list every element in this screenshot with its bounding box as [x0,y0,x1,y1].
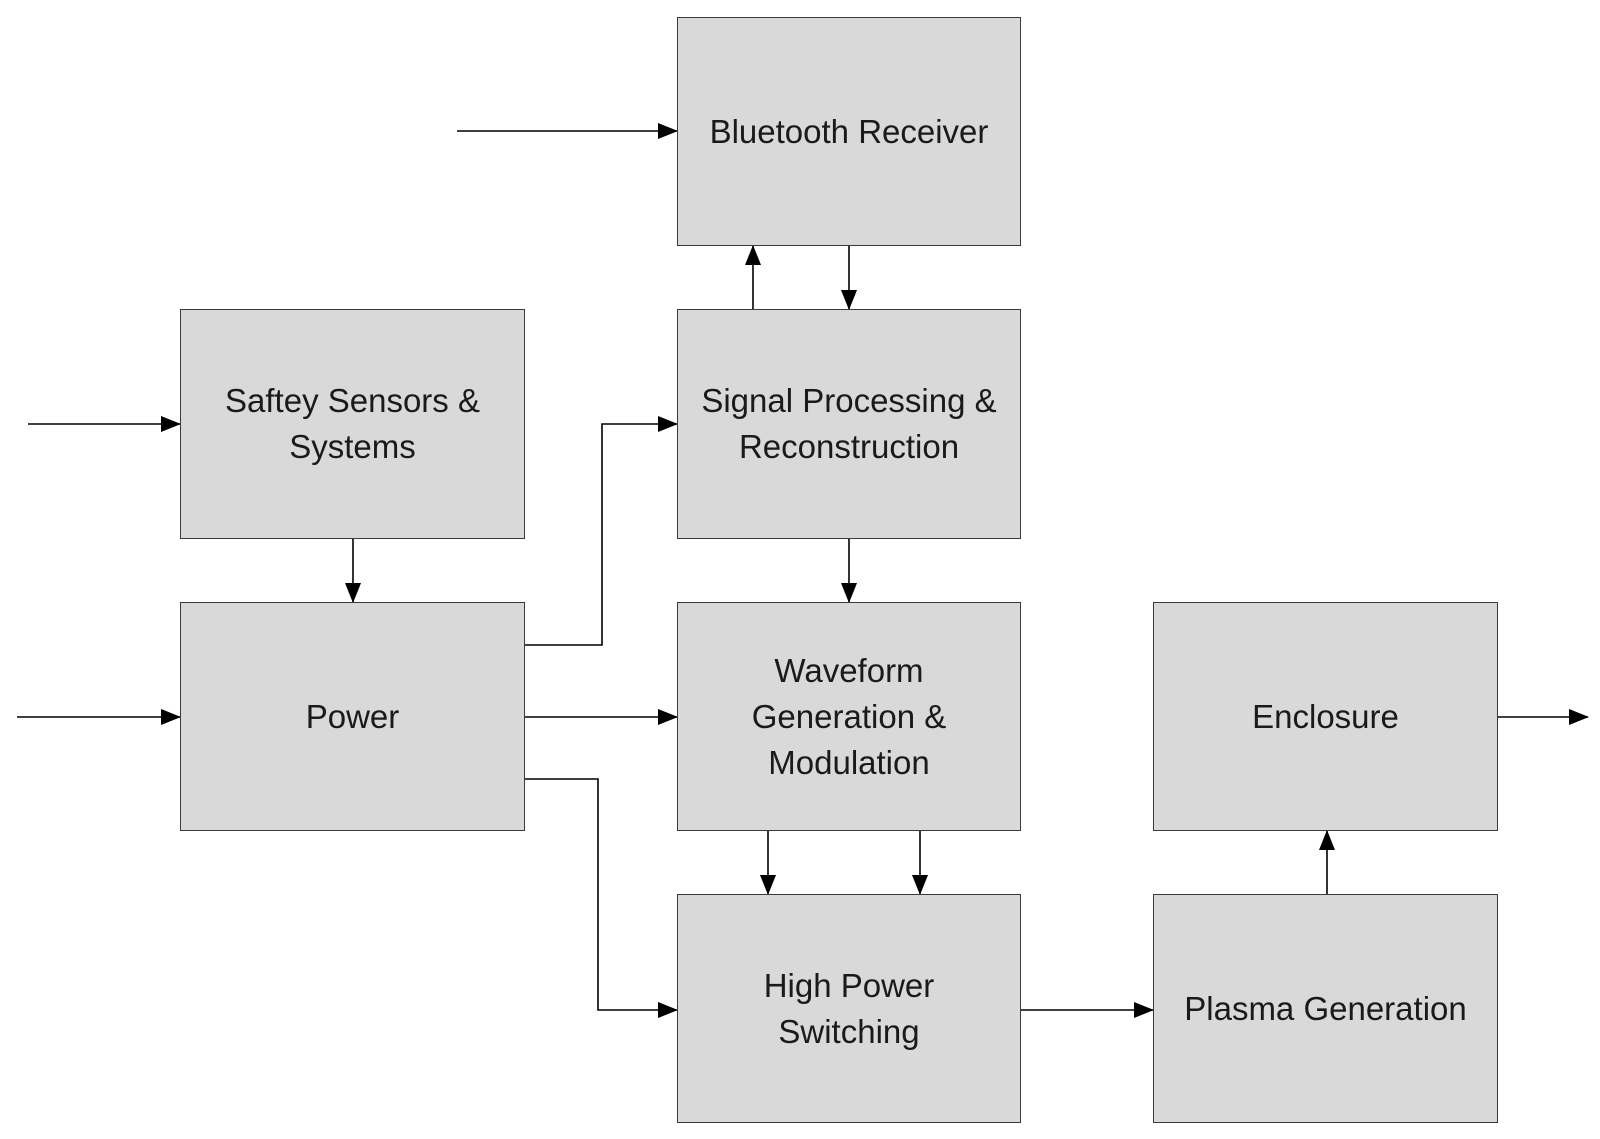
block-safety-sensors: Saftey Sensors & Systems [180,309,525,539]
arrow-power-to-switching [525,778,678,1018]
block-label: Power [305,697,400,735]
block-signal-processing: Signal Processing & Reconstruction [677,309,1021,539]
block-label: Signal Processing & Reconstruction [701,382,997,465]
block-power: Power [180,602,525,831]
block-bluetooth-receiver: Bluetooth Receiver [677,17,1021,246]
block-label: Enclosure [1252,697,1399,735]
block-label: High Power Switching [763,966,935,1050]
block-plasma-generation: Plasma Generation [1153,894,1498,1123]
block-high-power-switching: High Power Switching [677,894,1021,1123]
block-label: Bluetooth Receiver [709,112,989,150]
block-waveform-generation: Waveform Generation & Modulation [677,602,1021,831]
block-label: Saftey Sensors & Systems [225,382,480,465]
block-label: Plasma Generation [1184,989,1467,1027]
block-enclosure: Enclosure [1153,602,1498,831]
arrow-power-to-signal [525,416,678,646]
block-label: Waveform Generation & Modulation [751,651,947,781]
